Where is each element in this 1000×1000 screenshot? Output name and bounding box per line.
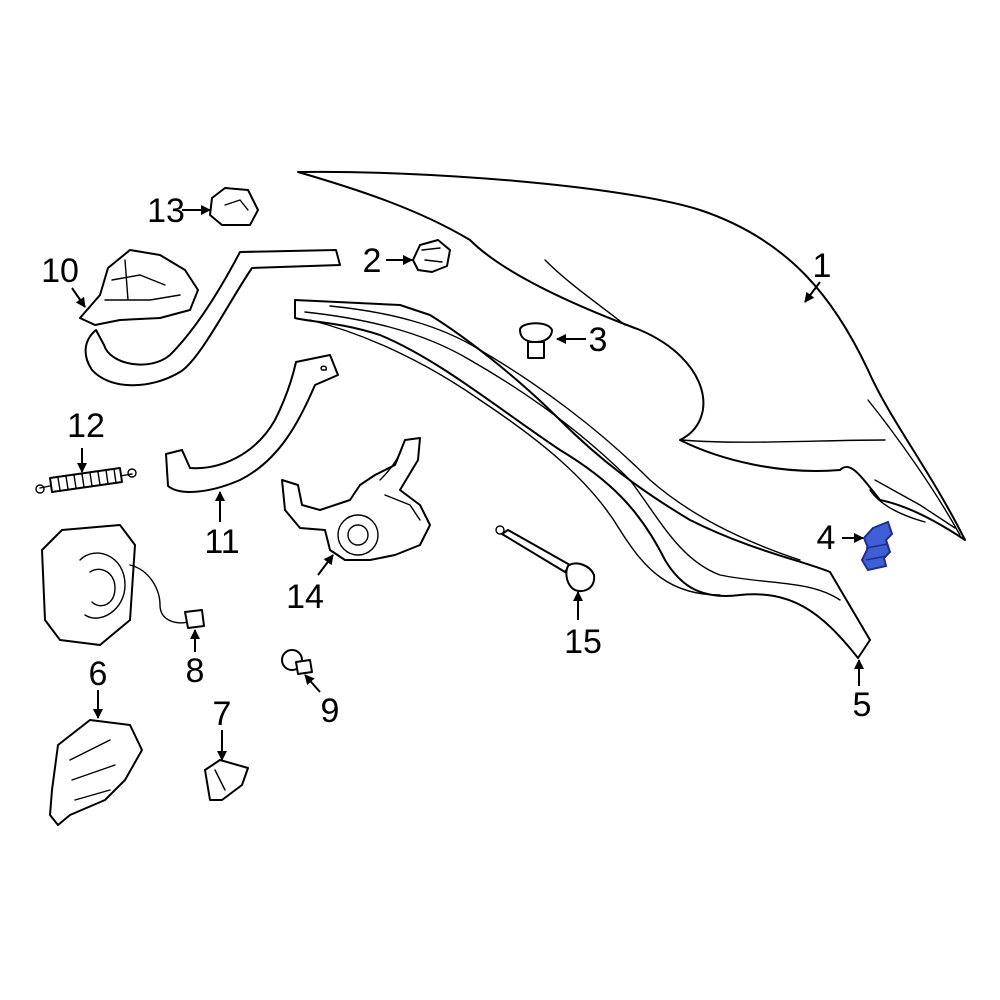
callout-8: 8 — [186, 652, 205, 690]
part-8-connector[interactable] — [129, 564, 205, 629]
callout-1: 1 — [813, 247, 832, 285]
part-12-spring[interactable] — [35, 467, 137, 494]
part-9-clip[interactable] — [281, 649, 313, 675]
callout-labels: 1 2 3 4 5 6 7 8 9 10 11 12 13 14 15 — [41, 192, 871, 733]
part-1-trunk-lid[interactable] — [297, 170, 966, 541]
callout-3: 3 — [589, 321, 608, 359]
part-6-lock-actuator[interactable] — [41, 524, 136, 646]
part-3-clip[interactable] — [519, 322, 553, 359]
callout-11: 11 — [204, 523, 239, 561]
leader-lines — [71, 205, 864, 761]
leader-14 — [317, 554, 334, 576]
part-14-drive-motor[interactable] — [281, 437, 431, 561]
leader-1 — [804, 281, 821, 303]
callout-15: 15 — [564, 623, 602, 661]
callout-4: 4 — [817, 519, 836, 557]
callout-5: 5 — [853, 686, 872, 724]
part-11-support-arm[interactable] — [165, 354, 339, 493]
callout-14: 14 — [286, 578, 324, 616]
part-15-rod[interactable] — [495, 525, 596, 593]
leader-10 — [71, 287, 86, 308]
callout-9: 9 — [321, 692, 340, 730]
callout-10: 10 — [41, 252, 79, 290]
callout-13: 13 — [147, 192, 185, 230]
callout-2: 2 — [363, 242, 382, 280]
part-5-inner-frame[interactable] — [294, 299, 871, 659]
callout-6: 6 — [89, 655, 108, 693]
part-10-hinge[interactable] — [79, 249, 341, 387]
callout-12: 12 — [67, 407, 105, 445]
part-7-bracket[interactable] — [204, 759, 249, 801]
part-13-bracket[interactable] — [209, 187, 259, 226]
part-2-fastener[interactable] — [412, 239, 451, 273]
part-6-latch[interactable] — [49, 719, 143, 826]
leader-9 — [304, 674, 321, 693]
callout-7: 7 — [213, 695, 232, 733]
part-4-bumper-highlighted[interactable] — [860, 520, 894, 572]
